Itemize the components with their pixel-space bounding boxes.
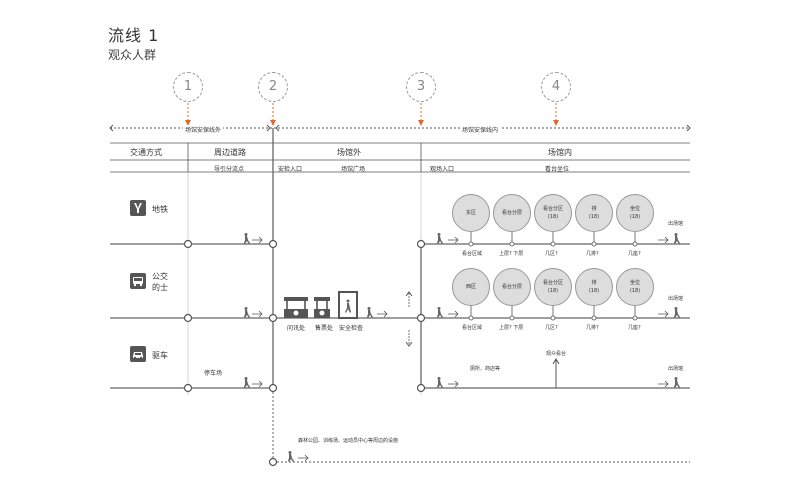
facility-security: 安全检查 — [339, 325, 364, 332]
chain-label: 看台区域 — [462, 251, 483, 257]
subway-icon — [130, 200, 146, 216]
inquiry-booth-icon — [284, 297, 308, 318]
subheader-plaza: 场馆广场 — [341, 166, 366, 173]
facility-inquiry: 问讯处 — [287, 325, 306, 332]
mode-subway: 地铁 — [152, 205, 168, 214]
header-surrounding: 周边道路 — [214, 148, 246, 157]
step-2-marker: 2 — [258, 72, 288, 102]
walker-icon — [244, 377, 250, 388]
page-subtitle: 观众人群 — [108, 48, 157, 62]
walker-icon — [674, 307, 680, 318]
header-transport: 交通方式 — [130, 148, 162, 157]
walker-icon — [674, 233, 680, 244]
walker-icon — [437, 377, 443, 388]
mode-car: 驱车 — [152, 351, 168, 360]
step-4-marker: 4 — [541, 72, 571, 102]
parking-label: 停车场 — [204, 370, 223, 377]
stand-bubble-seat: 坐位(18) — [616, 194, 654, 232]
stand-bubble-level: 看台分层 — [493, 268, 531, 306]
subheader-security-entrance: 安检入口 — [278, 166, 303, 173]
chain-label: 上层? 下层 — [499, 251, 524, 257]
stand-bubble-level: 看台分层 — [493, 194, 531, 232]
stand-bubble-west: 西区 — [452, 268, 490, 306]
chain-label: 几区? — [545, 251, 558, 257]
subheader-venue-entrance: 观场入口 — [430, 166, 455, 173]
mode-bus-line1: 公交 — [152, 272, 168, 281]
stand-bubble-section: 看台分区(18) — [534, 194, 572, 232]
subheader-stand: 看台坐位 — [545, 166, 570, 173]
zone-outside-label: 场馆安保线外 — [183, 125, 224, 134]
car-icon — [130, 346, 146, 362]
stand-bubble-east: 东区 — [452, 194, 490, 232]
walker-icon — [367, 307, 373, 318]
page-title: 流线 1 — [108, 26, 160, 45]
step-3-marker: 3 — [406, 72, 436, 102]
chain-label: 几排? — [586, 325, 599, 331]
zone-inside-label: 场馆安保线内 — [460, 125, 501, 134]
chain-label: 几区? — [545, 325, 558, 331]
exit-label: 出场馆 — [668, 366, 684, 372]
exit-label: 出场馆 — [668, 221, 684, 227]
stand-bubble-section: 看台分区(18) — [534, 268, 572, 306]
mode-bus-line2: 的士 — [152, 283, 168, 292]
step-1-marker: 1 — [173, 72, 203, 102]
viewing-stand-label: 观众看台 — [546, 351, 567, 357]
subheader-guide: 导引分流点 — [214, 166, 245, 173]
exit-label: 出场馆 — [668, 296, 684, 302]
stand-bubble-row: 排(18) — [575, 194, 613, 232]
chain-label: 几排? — [586, 251, 599, 257]
header-outside: 场馆外 — [337, 148, 361, 157]
bottom-note: 森林公园、训练场、运动员中心等周边的设施 — [298, 438, 399, 444]
walker-icon — [437, 233, 443, 244]
toilet-shop-label: 厕所、商店等 — [470, 366, 501, 372]
walker-icon — [288, 451, 294, 462]
walker-icon — [244, 307, 250, 318]
chain-label: 几座? — [628, 325, 641, 331]
walker-icon — [437, 307, 443, 318]
stand-bubble-row: 排(18) — [575, 268, 613, 306]
walker-icon — [674, 377, 680, 388]
header-inside: 场馆内 — [548, 148, 572, 157]
chain-label: 看台区域 — [462, 325, 483, 331]
facility-ticket: 售票处 — [315, 325, 334, 332]
ticket-booth-icon — [314, 297, 330, 318]
stand-bubble-seat: 坐位(18) — [616, 268, 654, 306]
walker-icon — [244, 233, 250, 244]
security-gate-icon — [338, 291, 358, 319]
chain-label: 上层? 下层 — [499, 325, 524, 331]
bus-icon — [130, 273, 146, 289]
chain-label: 几座? — [628, 251, 641, 257]
